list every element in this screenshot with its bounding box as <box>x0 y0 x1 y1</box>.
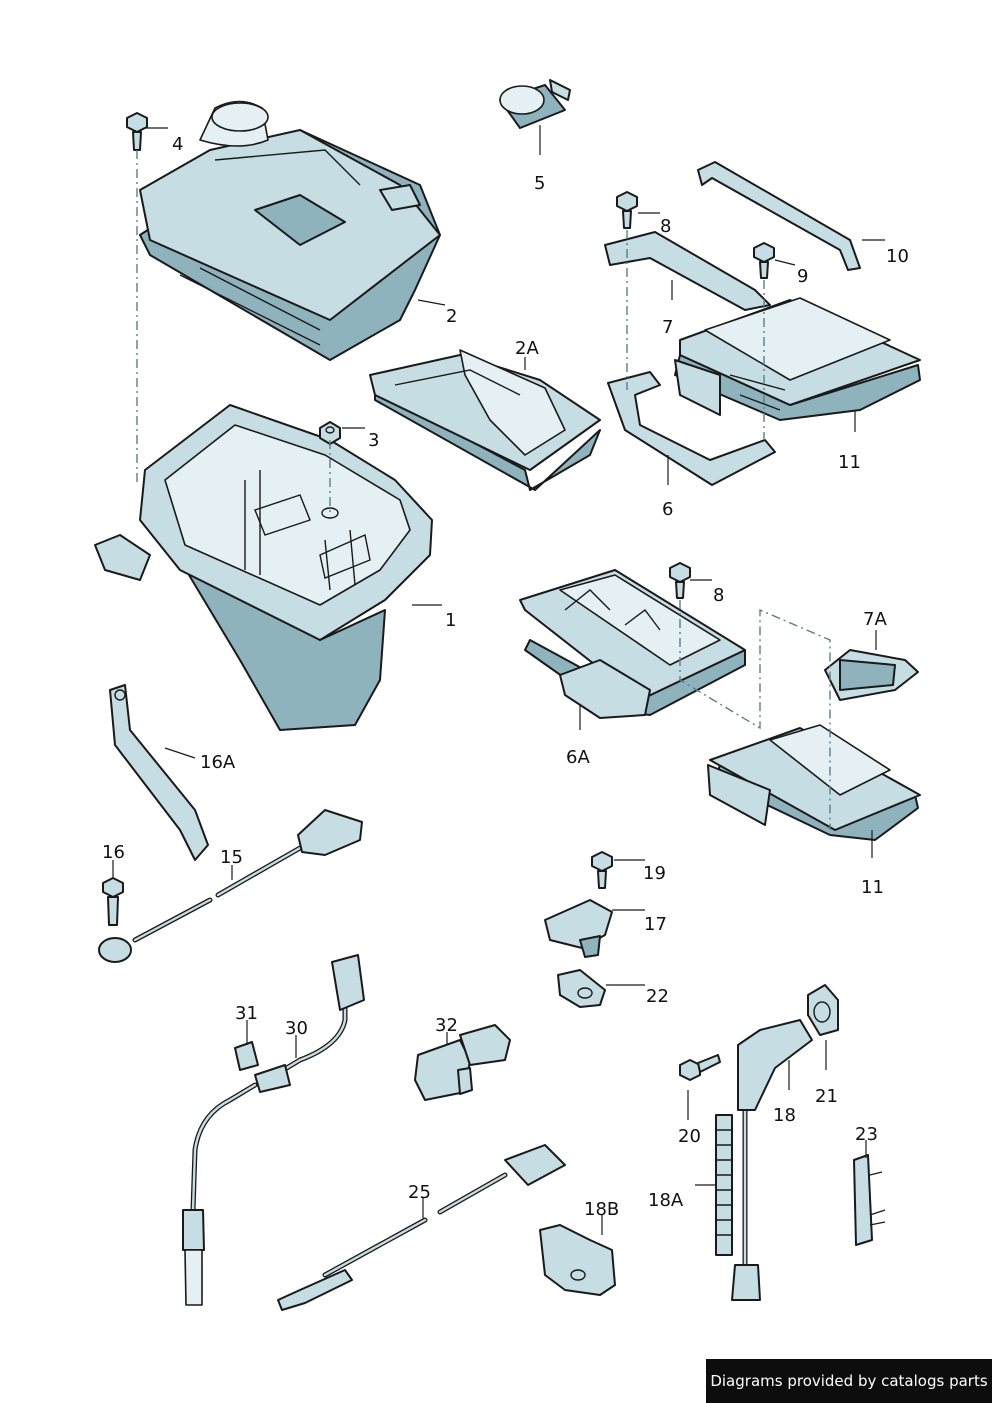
callout-5: 5 <box>534 173 545 194</box>
callout-23: 23 <box>855 1124 878 1145</box>
part-11-control-unit-upper <box>674 297 921 421</box>
callout-30: 30 <box>285 1018 308 1039</box>
leader-lines <box>112 125 885 1235</box>
part-10-strap <box>697 161 861 271</box>
callout-18: 18 <box>773 1105 796 1126</box>
part-32-pressure-sensor <box>414 1024 511 1101</box>
callout-8-upper: 8 <box>660 216 671 237</box>
callout-17: 17 <box>644 914 667 935</box>
part-5-relay <box>499 79 571 129</box>
callout-6a: 6A <box>566 747 590 768</box>
part-8-bolt-upper <box>616 191 638 229</box>
callout-8-lower: 8 <box>713 585 724 606</box>
callout-18a: 18A <box>648 1190 684 1211</box>
part-18a-sleeve <box>715 1114 733 1256</box>
callout-32: 32 <box>435 1015 458 1036</box>
part-23-holder <box>853 1154 886 1246</box>
callout-22: 22 <box>646 986 669 1007</box>
callout-6: 6 <box>662 499 673 520</box>
part-20-bolt <box>679 1054 721 1081</box>
callout-2: 2 <box>446 306 457 327</box>
callout-11-lower: 11 <box>861 877 884 898</box>
callout-16a: 16A <box>200 752 236 773</box>
callout-31: 31 <box>235 1003 258 1024</box>
callout-2a: 2A <box>515 338 539 359</box>
callout-15: 15 <box>220 847 243 868</box>
callout-1: 1 <box>445 610 456 631</box>
part-19-screw <box>591 851 613 889</box>
callout-9: 9 <box>797 266 808 287</box>
part-25-lambda-probe <box>277 1144 566 1311</box>
part-3-nut <box>319 421 341 445</box>
part-6a-tray <box>519 569 746 719</box>
part-18b-holder <box>539 1224 616 1296</box>
part-22-gasket <box>557 969 606 1008</box>
callout-21: 21 <box>815 1086 838 1107</box>
part-2-box-cover <box>139 100 441 361</box>
part-11-control-unit-lower <box>707 724 921 841</box>
part-17-sensor <box>544 899 613 958</box>
part-6-bracket <box>607 371 776 486</box>
part-2a-tray <box>369 349 601 491</box>
callout-7a: 7A <box>863 609 887 630</box>
callout-labels: 4 2 5 2A 3 1 8 9 10 7 11 6 8 7A 6A 11 16… <box>102 134 909 1220</box>
assembly-lines <box>136 150 831 830</box>
part-21-seal <box>807 984 839 1036</box>
callout-4: 4 <box>172 134 183 155</box>
part-4-screw <box>126 112 148 151</box>
callout-16: 16 <box>102 842 125 863</box>
callout-19: 19 <box>643 863 666 884</box>
callout-11-upper: 11 <box>838 452 861 473</box>
callout-20: 20 <box>678 1126 701 1147</box>
callout-7: 7 <box>662 317 673 338</box>
callout-18b: 18B <box>584 1199 619 1220</box>
callout-25: 25 <box>408 1182 431 1203</box>
part-16-bolt <box>102 877 124 926</box>
callout-3: 3 <box>368 430 379 451</box>
part-7a-bracket <box>824 649 919 701</box>
callout-10: 10 <box>886 246 909 267</box>
part-31-clip <box>234 1041 259 1071</box>
part-15-knock-sensor <box>98 809 363 963</box>
part-9-bolt <box>753 242 775 279</box>
part-16a-bracket <box>109 684 209 861</box>
part-30-temperature-sensor <box>182 954 365 1306</box>
part-7-bracket <box>604 231 771 311</box>
part-8-bolt-lower <box>669 562 691 599</box>
part-1-box-housing <box>94 404 433 731</box>
attribution-banner: Diagrams provided by catalogs parts <box>706 1359 992 1403</box>
part-18-speed-sensor <box>731 1019 813 1301</box>
